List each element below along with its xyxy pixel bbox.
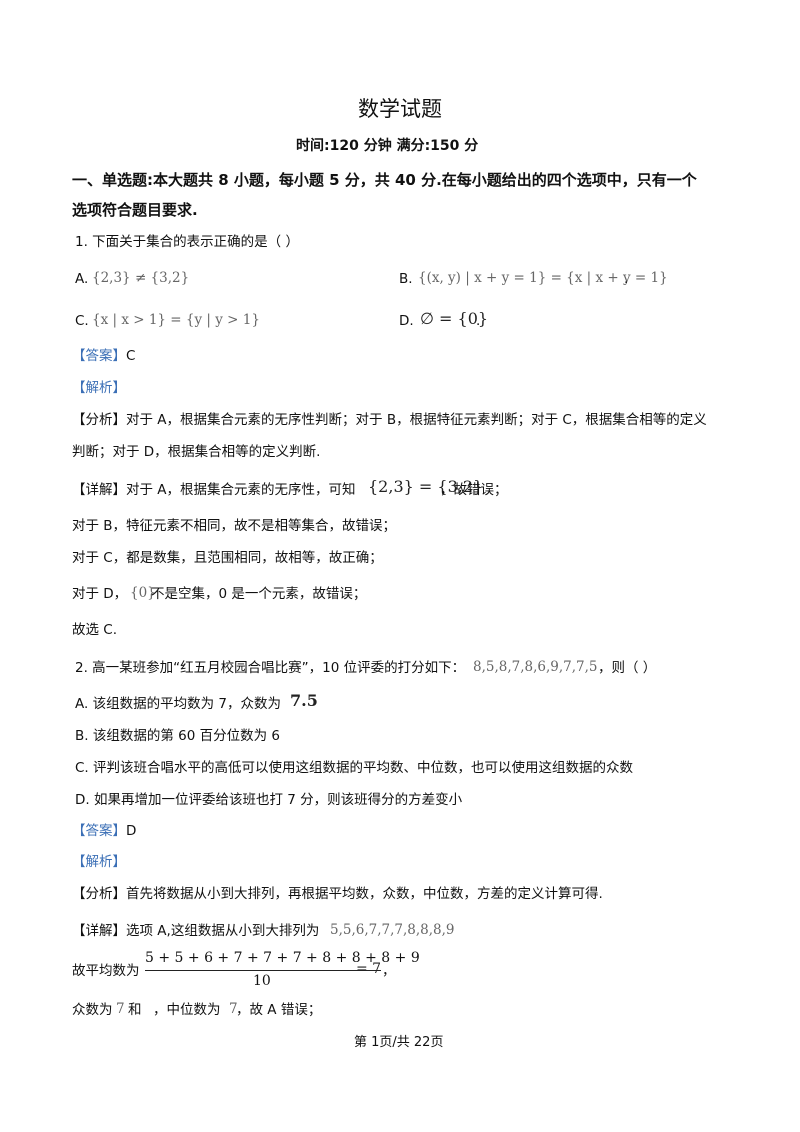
q2-xj-3-end: ，故 A 错误；: [236, 1002, 322, 1018]
q1-xj-a-text: 对于 A，根据集合元素的无序性，可知: [126, 482, 356, 498]
q1-option-c-label: C.: [75, 313, 89, 329]
q2-mode-value: 7: [116, 1001, 125, 1017]
fraction-bar: [145, 970, 381, 971]
q2-option-b: B. 该组数据的第 60 百分位数为 6: [75, 728, 280, 744]
q1-option-d-end: .: [476, 313, 481, 329]
q2-option-a: A. 该组数据的平均数为 7，众数为: [75, 696, 281, 712]
q1-fenxi-line1: 【分析】对于 A，根据集合元素的无序性判断；对于 B，根据特征元素判断；对于 C…: [72, 411, 707, 429]
q2-mean-fraction: 5 + 5 + 6 + 7 + 7 + 7 + 8 + 8 + 8 + 9 10: [145, 950, 420, 994]
q1-option-a-math: {2,3} ≠ {3,2}: [92, 270, 190, 286]
q1-fenxi-line2: 判断；对于 D，根据集合相等的定义判断.: [72, 444, 321, 460]
q1-conclusion: 故选 C.: [72, 622, 118, 638]
q2-fenxi-line: 【分析】首先将数据从小到大排列，再根据平均数，众数，中位数，方差的定义计算可得.: [72, 885, 603, 903]
q1-xj-d-math: {0}: [130, 585, 156, 601]
fraction-denominator: 10: [253, 973, 271, 989]
q1-xj-d-end: 不是空集，0 是一个元素，故错误；: [151, 586, 367, 602]
q1-xj-a-end: ，故错误；: [440, 482, 508, 498]
q1-xj-c: 对于 C，都是数集，且范围相同，故相等，故正确；: [72, 550, 383, 566]
page-title: 数学试题: [358, 97, 442, 121]
q1-fenxi-text1: 对于 A，根据集合元素的无序性判断；对于 B，根据特征元素判断；对于 C，根据集…: [126, 412, 707, 428]
question-1-stem: 1. 下面关于集合的表示正确的是（ ）: [75, 234, 299, 250]
q1-xiangjie-line-a: 【详解】对于 A，根据集合元素的无序性，可知: [72, 481, 356, 499]
q2-answer-line: 【答案】D: [72, 822, 136, 840]
q1-option-b-end: .: [624, 271, 629, 287]
q1-option-c-math: {x | x > 1} = {y | y > 1}: [92, 312, 260, 328]
q2-option-a-math: 7.5: [290, 691, 318, 710]
q2-mode-label: 众数为: [72, 1002, 113, 1018]
q2-analysis-tag: 【解析】: [72, 854, 126, 870]
answer-tag: 【答案】: [72, 823, 126, 839]
q1-option-d-math: ∅ = {0}: [420, 309, 489, 328]
q2-xiangjie-line-1: 【详解】选项 A,这组数据从小到大排列为: [72, 922, 319, 940]
q1-option-a-label: A.: [75, 271, 89, 287]
q2-mean-end: ，: [382, 963, 396, 979]
q2-scores-math: 8,5,8,7,8,6,9,7,7,5: [473, 659, 598, 675]
section-heading-line2: 选项符合题目要求.: [72, 201, 198, 219]
q1-answer-line: 【答案】C: [72, 347, 135, 365]
q1-xj-b: 对于 B，特征元素不相同，故不是相等集合，故错误；: [72, 518, 397, 534]
q2-answer-value: D: [126, 823, 137, 839]
q1-xj-d-text: 对于 D，: [72, 586, 128, 602]
fenxi-tag: 【分析】: [72, 412, 126, 428]
q2-median-label: ，中位数为: [153, 1002, 221, 1018]
exam-time-info: 时间:120 分钟 满分:150 分: [296, 138, 479, 154]
xiangjie-tag: 【详解】: [72, 923, 126, 939]
q2-median-value: 7: [229, 1001, 238, 1017]
q1-option-d-label: D.: [399, 313, 414, 329]
q1-xj-a-math: {2,3} = {3,2}: [368, 477, 484, 496]
q2-mode-and: 和: [128, 1002, 142, 1018]
q2-mean-result: = 7: [356, 961, 382, 977]
q2-option-d: D. 如果再增加一位评委给该班也打 7 分，则该班得分的方差变小: [75, 792, 463, 808]
xiangjie-tag: 【详解】: [72, 482, 126, 498]
q1-option-b-label: B.: [399, 271, 413, 287]
fenxi-tag: 【分析】: [72, 886, 126, 902]
q1-analysis-tag: 【解析】: [72, 380, 126, 396]
q2-stem-end: ，则（ ）: [598, 660, 657, 676]
q1-answer-value: C: [126, 348, 136, 364]
q2-xj-1-text: 选项 A,这组数据从小到大排列为: [126, 923, 320, 939]
q2-option-c: C. 评判该班合唱水平的高低可以使用这组数据的平均数、中位数，也可以使用这组数据…: [75, 760, 634, 776]
section-heading-line1: 一、单选题:本大题共 8 小题，每小题 5 分，共 40 分.在每小题给出的四个…: [72, 171, 697, 189]
q1-option-b-math: {(x, y) | x + y = 1} = {x | x + y = 1}: [418, 270, 668, 286]
question-2-stem: 2. 高一某班参加“红五月校园合唱比赛”，10 位评委的打分如下：: [75, 660, 466, 676]
q2-mean-label: 故平均数为: [72, 963, 140, 979]
fraction-numerator: 5 + 5 + 6 + 7 + 7 + 7 + 8 + 8 + 8 + 9: [145, 950, 420, 966]
page-footer: 第 1页/共 22页: [354, 1035, 444, 1050]
answer-tag: 【答案】: [72, 348, 126, 364]
q2-sorted-data-math: 5,5,6,7,7,7,8,8,8,9: [330, 922, 455, 938]
q2-fenxi-text: 首先将数据从小到大排列，再根据平均数，众数，中位数，方差的定义计算可得.: [126, 886, 603, 902]
